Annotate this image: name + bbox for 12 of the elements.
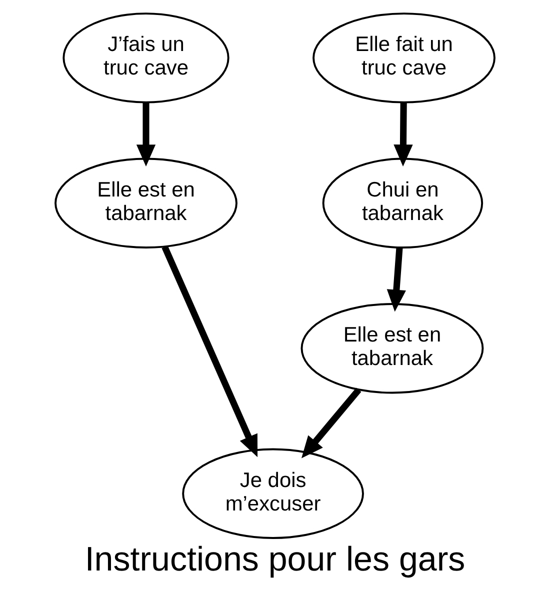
caption: Instructions pour les gars (84, 540, 466, 579)
arrow (136, 102, 156, 166)
arrow (162, 246, 258, 458)
node-ellipse: Elle est en tabarnak (54, 158, 238, 248)
node-ellipse: Chui en tabarnak (322, 158, 484, 248)
arrow (386, 247, 406, 312)
arrow (301, 388, 362, 458)
node-ellipse: Je dois m’excuser (182, 448, 364, 539)
node-ellipse: J’fais un truc cave (62, 12, 230, 104)
node-ellipse: Elle fait un truc cave (312, 12, 496, 104)
node-ellipse: Elle est en tabarnak (300, 303, 484, 394)
arrow (394, 102, 413, 166)
